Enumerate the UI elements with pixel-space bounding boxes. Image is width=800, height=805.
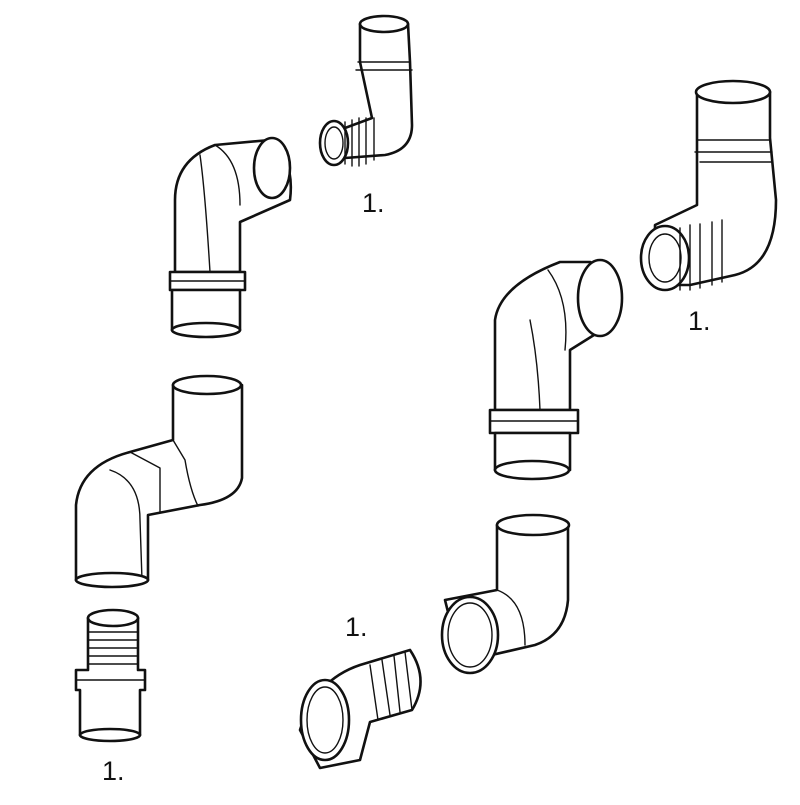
- large-threaded-elbow: [641, 81, 776, 290]
- elbow-fitting-middle-right: [490, 260, 622, 479]
- callout-label-threaded-nipple: 1.: [102, 756, 125, 786]
- elbow-fitting-bottom-right: [442, 515, 569, 673]
- elbow-fitting-upper-left: [170, 138, 291, 337]
- threaded-nipple: [76, 610, 145, 741]
- union-adapter: [300, 650, 421, 768]
- callout-label-union-adapter: 1.: [345, 612, 368, 642]
- small-threaded-elbow: [320, 16, 412, 166]
- callout-label-large-elbow: 1.: [688, 306, 711, 336]
- offset-double-elbow: [76, 376, 242, 587]
- callout-label-small-elbow: 1.: [362, 188, 385, 218]
